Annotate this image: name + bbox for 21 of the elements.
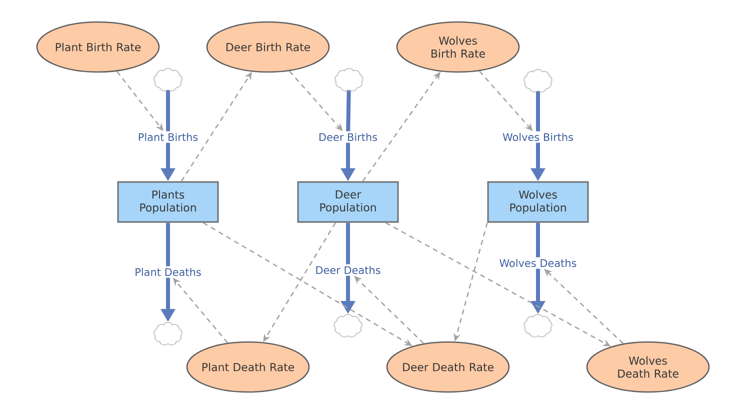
stock-box: Wolves Population xyxy=(487,181,589,223)
flow-label: Deer Births xyxy=(319,132,378,142)
flow-label: Wolves Births xyxy=(502,132,573,142)
stock-box: Plants Population xyxy=(117,181,219,223)
flow-line xyxy=(166,222,170,266)
stock-box: Deer Population xyxy=(297,181,399,223)
flow-line xyxy=(536,91,540,132)
flow-line xyxy=(166,90,170,132)
cloud-icon xyxy=(524,69,552,92)
cloud-icon xyxy=(334,68,364,92)
flow-line xyxy=(346,222,350,264)
flow-label: Plant Deaths xyxy=(136,268,201,276)
cloud-icon xyxy=(154,322,182,346)
flow-label: Plant Births xyxy=(138,132,198,142)
cloud-icon xyxy=(334,314,362,338)
cloud-icon xyxy=(154,68,182,92)
flow-line xyxy=(536,222,540,258)
flow-line xyxy=(346,90,351,132)
flow-label: Deer Deaths xyxy=(316,266,380,274)
flow-label: Wolves Deaths xyxy=(500,258,576,268)
cloud-icon xyxy=(524,314,552,338)
